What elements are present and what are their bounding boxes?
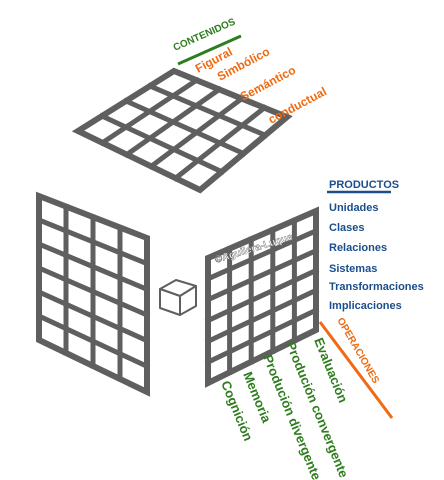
right-grid-line [204, 227, 320, 283]
left-grid-face [35, 191, 151, 397]
left-grid-line [35, 288, 151, 344]
left-grid-line [35, 216, 151, 267]
left-grid-line [35, 312, 151, 370]
productos-item: Relaciones [329, 242, 387, 254]
left-grid-line [35, 264, 151, 319]
left-grid-line [35, 240, 151, 293]
productos-list: UnidadesClasesRelacionesSistemasTransfor… [329, 202, 424, 312]
right-grid-line [204, 287, 320, 345]
top-grid-frame [71, 67, 293, 194]
contenidos-item: conductual [266, 84, 329, 126]
top-grid-line [98, 112, 226, 176]
contents-grid-top-face [71, 67, 293, 194]
right-grid-line [204, 267, 320, 324]
productos-heading: PRODUCTOS [329, 179, 399, 191]
contenidos-underline [177, 34, 242, 66]
operaciones-rule [318, 321, 394, 419]
productos-item: Implicaciones [329, 300, 402, 312]
right-grid-line [204, 306, 320, 366]
productos-item: Clases [329, 222, 364, 234]
right-grid-line [204, 247, 320, 303]
small-cube-icon [159, 279, 197, 316]
productos-item: Transformaciones [329, 281, 424, 293]
top-grid-line [146, 82, 269, 139]
productos-item: Sistemas [329, 263, 377, 275]
top-grid-line [122, 97, 247, 157]
products-operations-grid-face [204, 206, 320, 388]
productos-item: Unidades [329, 202, 379, 214]
